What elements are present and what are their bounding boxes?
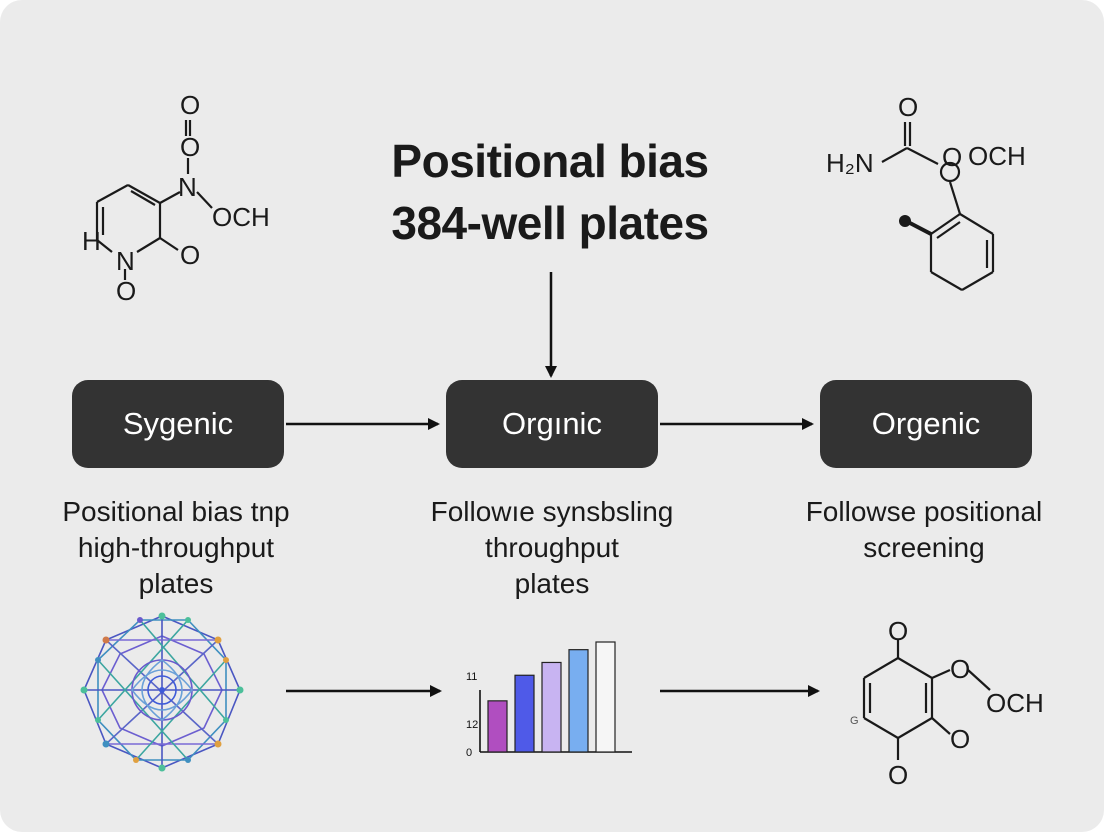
caption-1: Positional bias tnp high-throughput plat… [26,494,326,602]
caption-1-line-1: Positional bias tnp [62,496,290,527]
mol-tl-o-bottom: O [116,276,136,306]
caption-2-line-1: Followıe synsbsling [430,496,674,527]
caption-1-line-2: high-throughput [77,532,275,563]
stage-label-2: Orgınic [502,406,602,441]
diagram-title: Positional bias 384-well plates [300,130,800,254]
mini-chart-bar-4 [568,649,589,753]
caption-1-line-3: plates [138,568,214,599]
molecule-bottom-right [862,640,991,760]
mini-chart-tick-1: 11 [466,671,477,683]
mol-tr-atom-dot [899,215,911,227]
mini-bar-chart: 11 12 0 [466,641,632,759]
stage-label-1: Sygenic [122,406,234,441]
molecule-top-left [95,120,213,280]
mini-chart-bar-3 [541,661,562,753]
mol-br-o-side: O [950,724,970,754]
mini-chart-bar-2 [514,674,535,753]
mini-chart-tick-3: 0 [466,747,472,759]
stage-label-3: Orgenic [871,406,981,441]
title-line-1: Positional bias [391,135,709,187]
caption-3-line-1: Followse positional [805,496,1043,527]
mol-br-g: G [850,715,859,727]
mini-chart-bar-1 [487,700,508,753]
mini-chart-bar-5 [595,641,616,753]
mol-tl-o-mid: O [180,132,200,162]
stage-box-1: Sygenic [72,380,284,468]
mol-tr-o-link: O [942,142,962,172]
mol-tl-h: H [82,226,101,256]
mol-br-o-link: O [950,654,970,684]
title-line-2: 384-well plates [391,197,709,249]
mol-br-o-top: O [888,616,908,646]
mol-br-o-bottom: O [888,760,908,790]
mol-tl-o-top: O [180,90,200,120]
caption-2: Followıe synsbsling throughput plates [402,494,702,602]
mol-tr-h2n: H₂N [826,148,874,178]
mol-tl-n-label: N [178,172,197,202]
mol-br-och: OCH [986,688,1044,718]
caption-3-line-2: screening [863,532,985,563]
mol-tr-och: OCH [968,141,1026,171]
mol-tl-och: OCH [212,202,270,232]
stage-box-2: Orgınic [446,380,658,468]
molecule-top-right [881,122,995,291]
mol-tr-o-top: O [898,92,918,122]
caption-2-line-2: throughput [485,532,619,563]
caption-3: Followse positional screening [774,494,1074,566]
mol-tl-o-ring: O [180,240,200,270]
stage-box-3: Orgenic [820,380,1032,468]
caption-2-line-3: plates [514,568,590,599]
mol-tl-n-ring: N [116,246,135,276]
mini-chart-tick-2: 12 [466,719,478,731]
mol-tr-o-ring [939,161,961,183]
network-graph-nodes [80,612,244,772]
